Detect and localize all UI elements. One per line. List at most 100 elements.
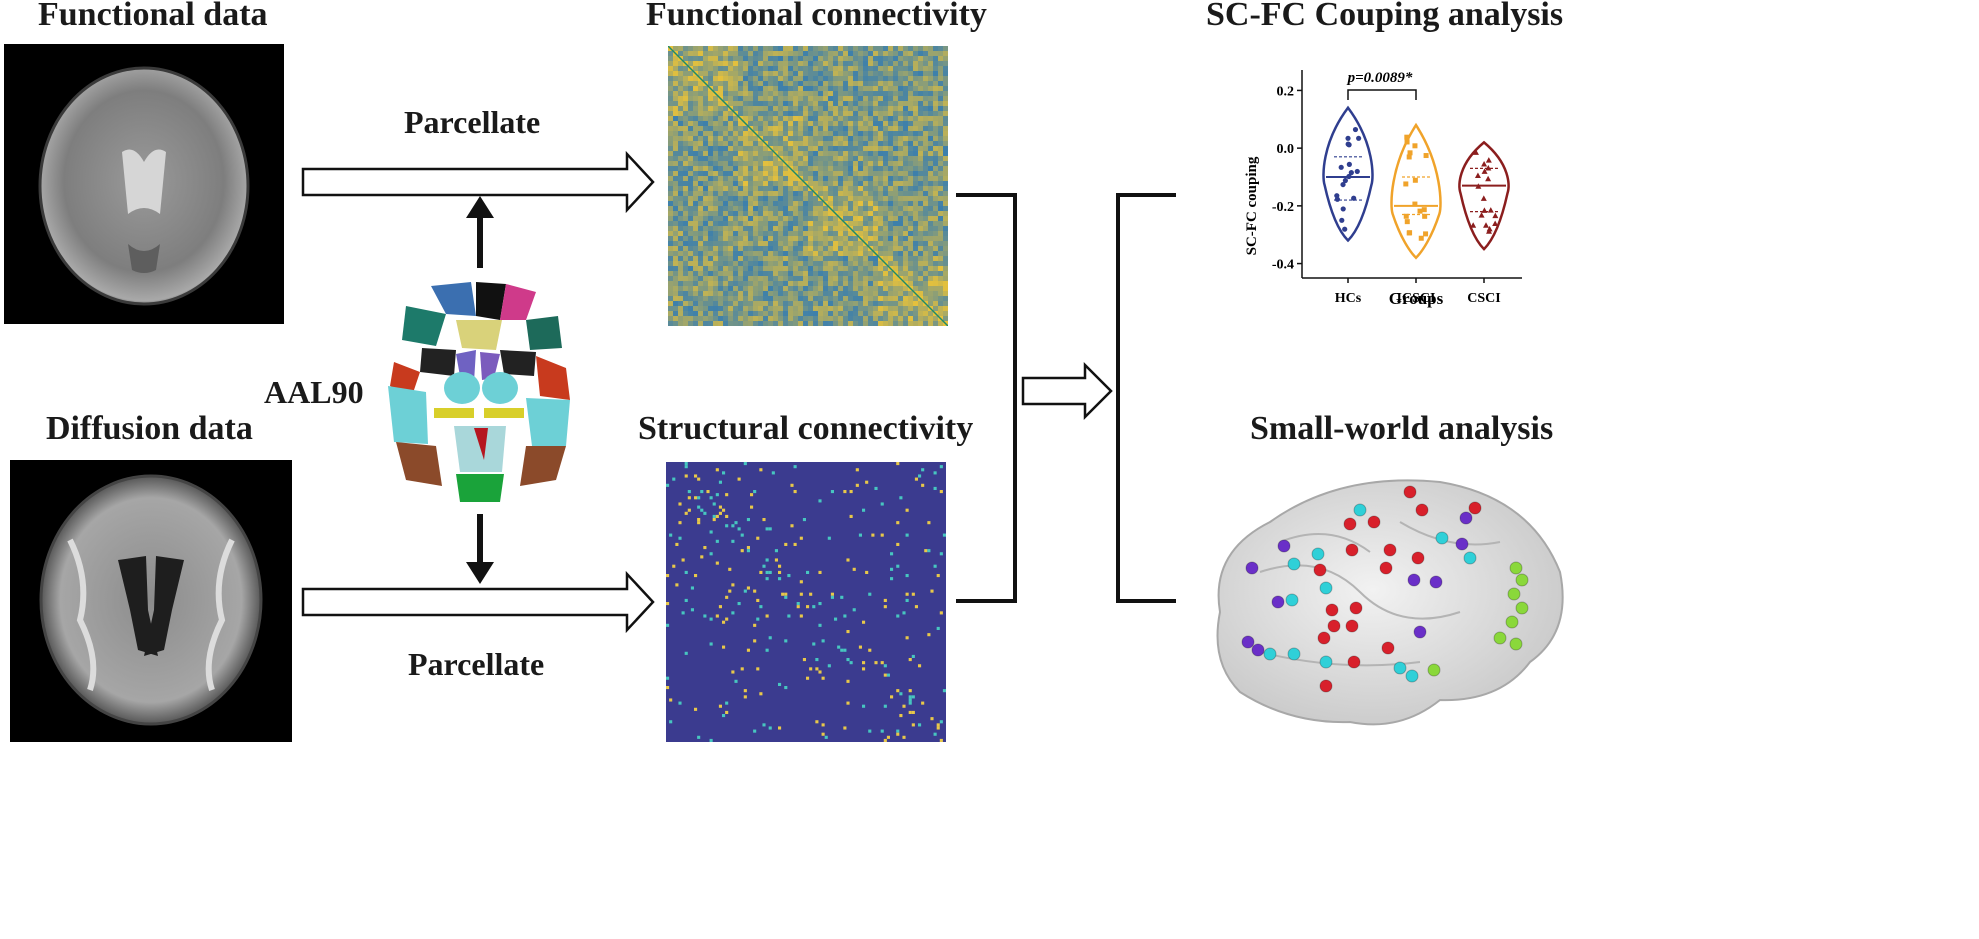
atlas-label: AAL90 — [264, 374, 364, 410]
data-point — [1342, 177, 1348, 184]
brain-node — [1463, 551, 1477, 565]
brain-node — [1413, 625, 1427, 639]
data-point — [1339, 217, 1345, 223]
brain-node — [1311, 547, 1325, 561]
data-point — [1478, 212, 1485, 218]
brain-node — [1381, 641, 1395, 655]
y-axis-label: SC-FC couping — [1244, 156, 1260, 255]
data-point — [1485, 165, 1492, 171]
brain-node — [1271, 595, 1285, 609]
data-point — [1345, 135, 1351, 141]
data-point — [1340, 181, 1346, 188]
brain-node — [1313, 563, 1327, 577]
parcellate-arrow-top — [301, 150, 655, 214]
data-point — [1352, 126, 1359, 133]
brain-node — [1319, 655, 1333, 669]
data-point — [1412, 177, 1418, 183]
brain-node — [1327, 619, 1341, 633]
coupling-analysis-title: SC-FC Couping analysis — [1206, 0, 1564, 33]
brain-node — [1435, 531, 1449, 545]
diffusion-mri-image — [10, 460, 292, 742]
brain-node — [1349, 601, 1363, 615]
brain-node — [1343, 517, 1357, 531]
brain-node — [1411, 551, 1425, 565]
data-point — [1475, 183, 1482, 189]
data-point — [1480, 195, 1487, 201]
y-tick-label: 0.2 — [1277, 84, 1295, 99]
brain-node — [1515, 601, 1529, 615]
data-point — [1351, 195, 1357, 201]
data-point — [1486, 225, 1493, 232]
brain-node — [1509, 637, 1523, 651]
functional-connectivity-title: Functional connectivity — [646, 0, 987, 33]
data-point — [1470, 222, 1477, 228]
brain-node — [1493, 631, 1507, 645]
right-bracket-connector — [1116, 193, 1176, 603]
data-point — [1485, 175, 1492, 182]
p-value-annotation: p=0.0089* — [1346, 70, 1413, 86]
brain-node — [1407, 573, 1421, 587]
brain-node — [1455, 537, 1469, 551]
data-point — [1481, 207, 1488, 213]
data-point — [1404, 219, 1410, 225]
data-point — [1412, 143, 1418, 149]
diffusion-data-title: Diffusion data — [46, 410, 253, 447]
data-point — [1334, 193, 1340, 199]
data-point — [1492, 212, 1499, 219]
violin-icsci — [1390, 122, 1442, 260]
brain-node — [1415, 503, 1429, 517]
brain-node — [1383, 543, 1397, 557]
aal90-atlas-image — [376, 276, 586, 516]
brain-node — [1287, 647, 1301, 661]
data-point — [1421, 207, 1427, 213]
structural-connectivity-title: Structural connectivity — [638, 410, 974, 447]
atlas-arrow-down — [466, 514, 494, 584]
merge-arrow — [1021, 361, 1113, 421]
data-point — [1474, 172, 1481, 179]
brain-node — [1427, 663, 1441, 677]
brain-node — [1347, 655, 1361, 669]
atlas-arrow-up — [466, 196, 494, 268]
data-point — [1356, 135, 1362, 141]
brain-node — [1505, 615, 1519, 629]
data-point — [1407, 150, 1413, 156]
x-axis-label: Groups — [1389, 289, 1444, 308]
data-point — [1354, 168, 1360, 175]
data-point — [1338, 164, 1344, 170]
brain-node — [1515, 573, 1529, 587]
data-point — [1406, 154, 1412, 160]
coupling-violin-chart: SC-FC couping Groups p=0.0089* 0.2 0.0 -0.… — [1230, 56, 1530, 316]
data-point — [1348, 170, 1354, 176]
data-point — [1346, 161, 1352, 167]
significance-bracket — [1347, 89, 1417, 100]
data-point — [1423, 153, 1429, 159]
brain-node — [1285, 593, 1299, 607]
y-tick-label: 0.0 — [1277, 142, 1295, 157]
data-point — [1404, 134, 1410, 140]
left-bracket-connector — [956, 193, 1017, 603]
data-point — [1487, 207, 1494, 213]
data-point — [1342, 226, 1348, 232]
violin-hcs — [1322, 105, 1374, 243]
structural-connectivity-matrix — [666, 462, 946, 742]
data-point — [1404, 139, 1410, 145]
brain-node — [1379, 561, 1393, 575]
data-point — [1406, 230, 1412, 236]
data-point — [1481, 168, 1488, 174]
brain-node — [1429, 575, 1443, 589]
brain-node — [1325, 603, 1339, 617]
small-world-title: Small-world analysis — [1250, 410, 1554, 447]
brain-node — [1319, 581, 1333, 595]
brain-node — [1393, 661, 1407, 675]
brain-node — [1367, 515, 1381, 529]
brain-node — [1405, 669, 1419, 683]
brain-node — [1459, 511, 1473, 525]
data-point — [1403, 181, 1409, 187]
parcellate-label-bottom: Parcellate — [408, 646, 545, 682]
functional-connectivity-matrix — [668, 46, 948, 326]
y-tick-label: -0.4 — [1272, 258, 1294, 273]
data-point — [1485, 157, 1492, 163]
functional-mri-image — [4, 44, 284, 324]
brain-node — [1277, 539, 1291, 553]
